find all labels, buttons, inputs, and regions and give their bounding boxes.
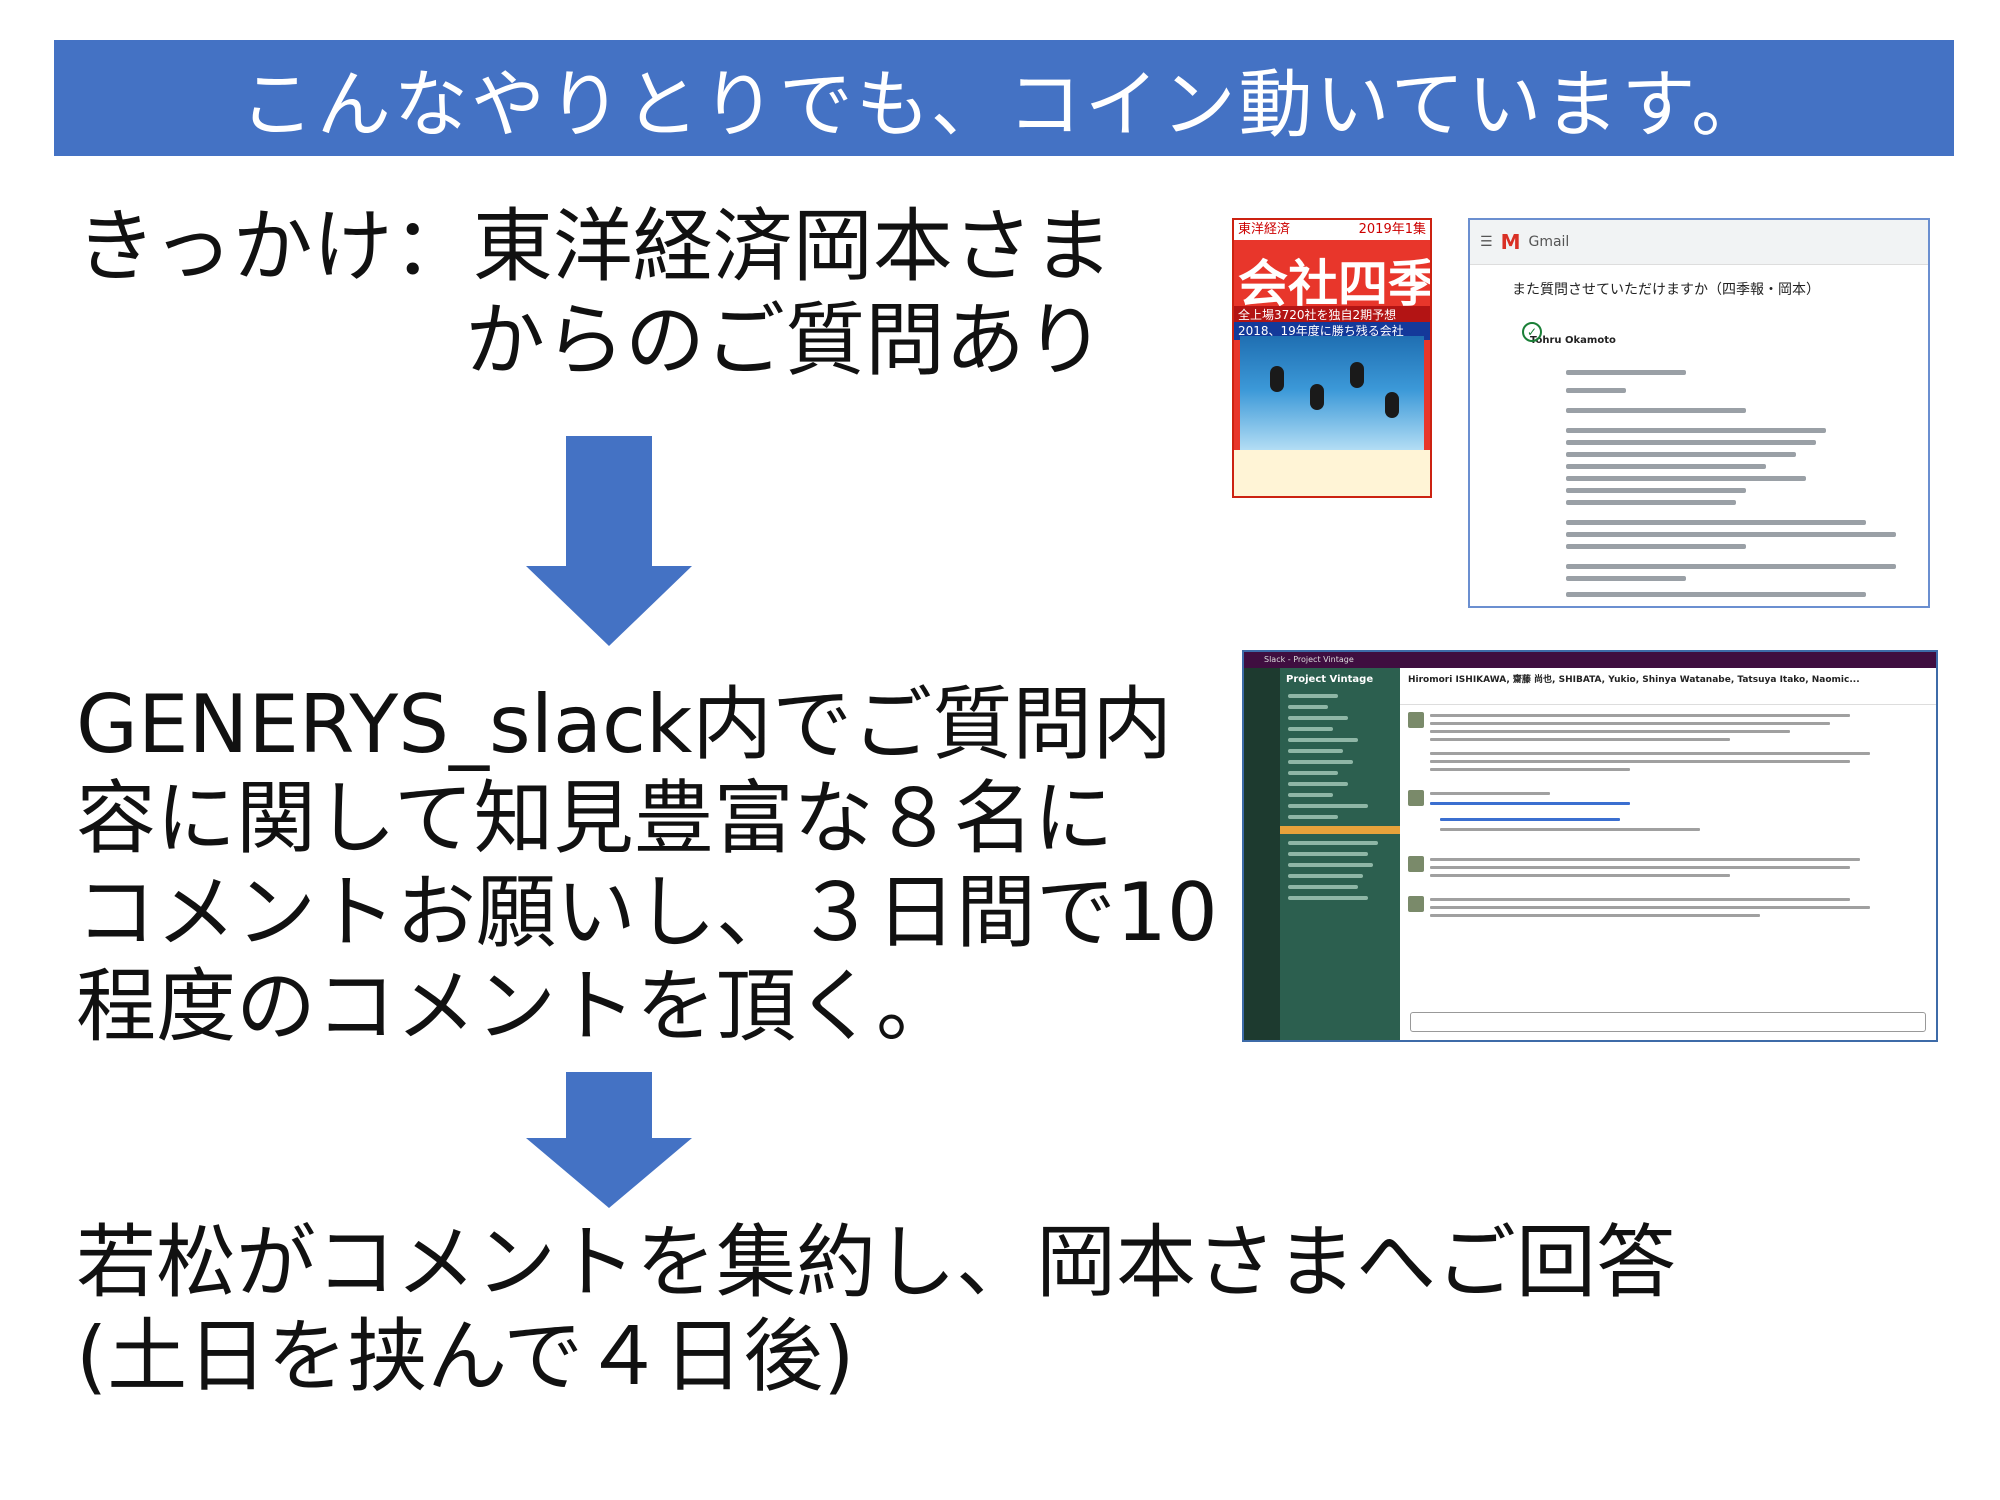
email-body-line — [1566, 452, 1796, 457]
message-line — [1430, 722, 1830, 725]
message-line — [1430, 792, 1550, 795]
sidebar-item — [1288, 815, 1338, 819]
sidebar-item — [1288, 749, 1343, 753]
email-body-line — [1566, 370, 1686, 375]
penguin-icon — [1310, 384, 1324, 410]
sidebar-item — [1288, 863, 1373, 867]
email-body-line — [1566, 532, 1896, 537]
step3-text: 若松がコメントを集約し、岡本さまへご回答 (土日を挟んで４日後) — [76, 1216, 1676, 1404]
message-line — [1440, 828, 1700, 831]
sidebar-item — [1288, 716, 1348, 720]
email-body-line — [1566, 576, 1686, 581]
message-line — [1430, 906, 1870, 909]
email-body-line — [1566, 488, 1746, 493]
down-arrow-icon-2 — [526, 1072, 692, 1208]
email-body-line — [1566, 564, 1896, 569]
check-icon: ✓ — [1522, 322, 1542, 342]
step2-line2: 容に関して知見豊富な８名に — [76, 772, 1114, 865]
avatar — [1408, 712, 1424, 728]
penguin-icon — [1350, 362, 1364, 388]
message-link — [1430, 802, 1630, 805]
sidebar-item — [1288, 782, 1348, 786]
magazine-publisher: 東洋経済 — [1238, 222, 1291, 237]
magazine-band-1: 全上場3720社を独自2期予想 — [1234, 306, 1430, 324]
gmail-screenshot: ☰ M Gmail また質問させていただけますか（四季報・岡本） ✓ Tohru… — [1468, 218, 1930, 608]
email-body-line — [1566, 520, 1866, 525]
email-body-line — [1566, 592, 1866, 597]
message-line — [1430, 730, 1790, 733]
penguin-photo — [1240, 336, 1424, 456]
sidebar-item — [1288, 874, 1363, 878]
step2-line4: 程度のコメントを頂く。 — [76, 960, 956, 1053]
email-body-line — [1566, 388, 1626, 393]
avatar — [1408, 856, 1424, 872]
email-body-line — [1566, 544, 1746, 549]
message-link — [1440, 818, 1620, 821]
email-body-line — [1566, 440, 1816, 445]
step3-line2: (土日を挟んで４日後) — [76, 1310, 855, 1403]
sidebar-item — [1288, 841, 1378, 845]
message-line — [1430, 874, 1730, 877]
magazine-footer — [1234, 450, 1430, 496]
penguin-icon — [1270, 366, 1284, 392]
slack-message-input — [1410, 1012, 1926, 1032]
sidebar-item — [1288, 705, 1328, 709]
message-line — [1430, 898, 1850, 901]
slack-workspace-name: Project Vintage — [1286, 674, 1374, 685]
step3-line1: 若松がコメントを集約し、岡本さまへご回答 — [76, 1216, 1676, 1309]
sidebar-item — [1288, 694, 1338, 698]
page-title-banner: こんなやりとりでも、コイン動いています。 — [54, 40, 1954, 156]
sidebar-item — [1288, 852, 1368, 856]
magazine-logo: 会社四季報 — [1238, 254, 1430, 313]
slack-main: Hiromori ISHIKAWA, 齋藤 尚也, SHIBATA, Yukio… — [1400, 668, 1936, 1040]
step2-line3: コメントお願いし、３日間で10 — [76, 866, 1218, 959]
sidebar-item — [1288, 885, 1358, 889]
magazine-header: 東洋経済 2019年1集 — [1234, 220, 1430, 240]
step1-line1: きっかけ：東洋経済岡本さま — [76, 200, 1113, 293]
email-body-line — [1566, 500, 1736, 505]
message-line — [1430, 768, 1630, 771]
avatar — [1408, 896, 1424, 912]
step1-line2: からのご質問あり — [465, 294, 1105, 387]
slack-titlebar: Slack - Project Vintage — [1244, 652, 1936, 668]
penguin-icon — [1385, 392, 1399, 418]
message-line — [1430, 914, 1760, 917]
slack-screenshot: Slack - Project Vintage Project Vintage … — [1242, 650, 1938, 1042]
gmail-app-name: Gmail — [1528, 234, 1570, 250]
step2-line1: GENERYS_slack内でご質問内 — [76, 678, 1173, 771]
sidebar-item-selected — [1280, 826, 1400, 834]
step2-text: GENERYS_slack内でご質問内 容に関して知見豊富な８名に コメントお願… — [76, 678, 1218, 1054]
page-title: こんなやりとりでも、コイン動いています。 — [239, 61, 1769, 148]
slack-sidebar: Project Vintage — [1280, 668, 1400, 1040]
down-arrow-icon-1 — [526, 436, 692, 646]
message-line — [1430, 858, 1860, 861]
email-body-line — [1566, 476, 1806, 481]
gmail-subject: また質問させていただけますか（四季報・岡本） — [1512, 282, 1820, 298]
magazine-issue: 2019年1集 — [1358, 222, 1426, 237]
sidebar-item — [1288, 760, 1353, 764]
sidebar-item — [1288, 896, 1368, 900]
sidebar-item — [1288, 793, 1333, 797]
magazine-band-2: 2018、19年度に勝ち残る会社 — [1234, 322, 1430, 340]
message-line — [1430, 714, 1850, 717]
sidebar-item — [1288, 771, 1338, 775]
email-body-line — [1566, 464, 1766, 469]
message-line — [1430, 738, 1730, 741]
sidebar-item — [1288, 738, 1358, 742]
message-line — [1430, 760, 1850, 763]
gmail-logo-icon: M — [1500, 230, 1521, 254]
menu-icon: ☰ — [1480, 234, 1493, 250]
magazine-cover-image: 東洋経済 2019年1集 会社四季報 全上場3720社を独自2期予想 2018、… — [1232, 218, 1432, 498]
slack-channel-header: Hiromori ISHIKAWA, 齋藤 尚也, SHIBATA, Yukio… — [1400, 668, 1936, 705]
gmail-topbar: ☰ M Gmail — [1470, 220, 1928, 265]
email-body-line — [1566, 408, 1746, 413]
sidebar-item — [1288, 727, 1333, 731]
message-line — [1430, 866, 1850, 869]
slack-workspace-rail — [1244, 668, 1280, 1040]
sidebar-item — [1288, 804, 1368, 808]
email-body-line — [1566, 428, 1826, 433]
gmail-sender: Tohru Okamoto — [1530, 335, 1616, 346]
message-line — [1430, 752, 1870, 755]
avatar — [1408, 790, 1424, 806]
